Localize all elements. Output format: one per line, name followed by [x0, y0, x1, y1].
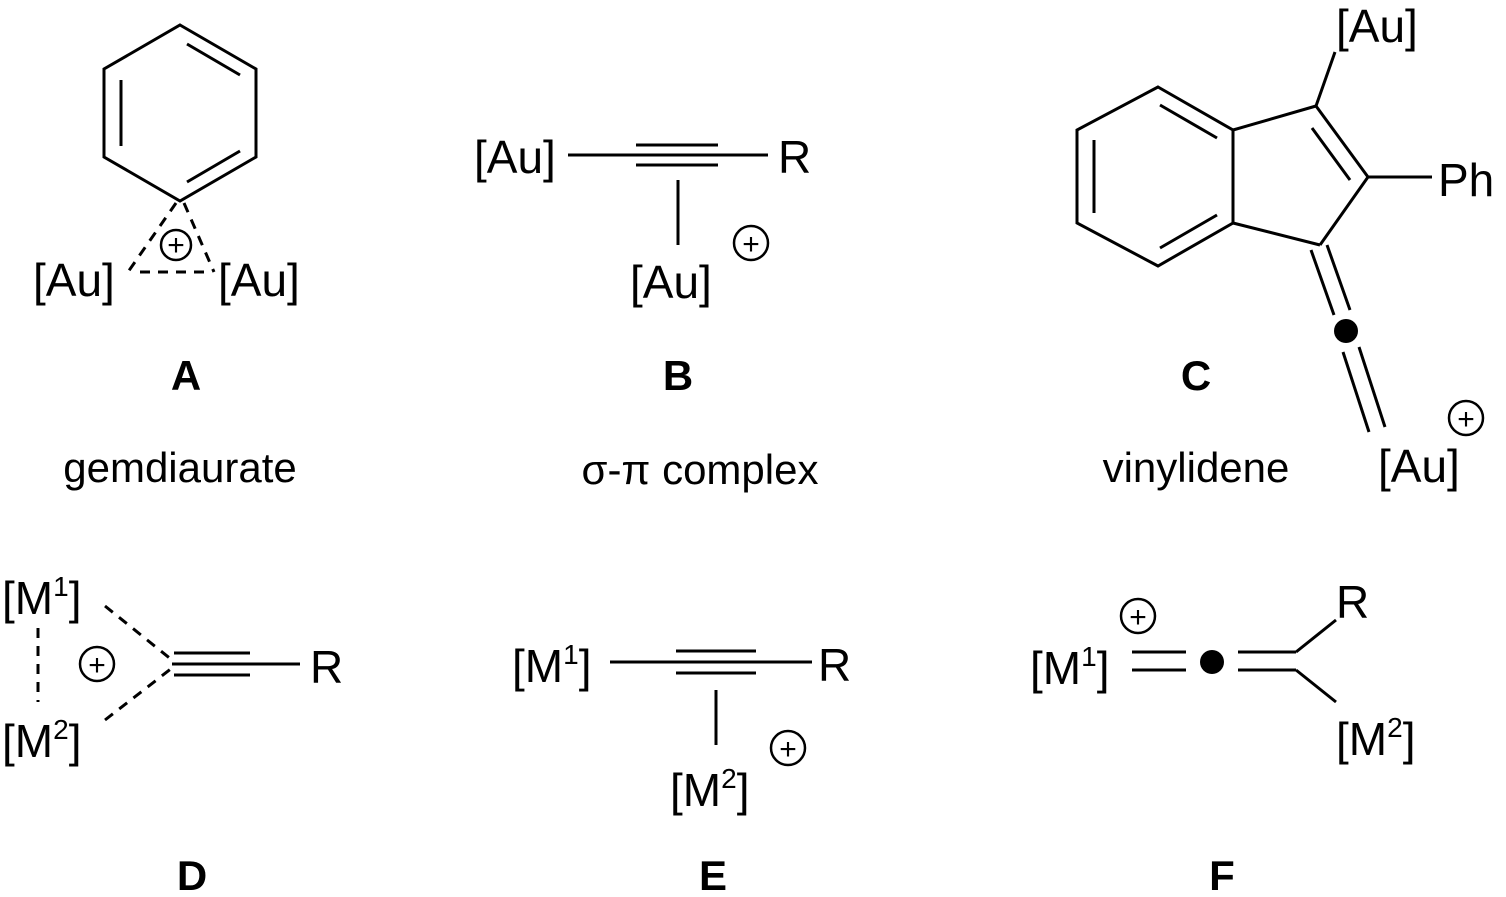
positive-charge: +: [1447, 399, 1485, 437]
metal-label-1: [M1]: [512, 639, 591, 692]
metal-label-1: [M1]: [1030, 641, 1109, 694]
carbon-dot: [1200, 650, 1224, 674]
caption-b: σ-π complex: [582, 446, 819, 493]
structure-b: [Au] R [Au] + B σ-π complex: [474, 131, 818, 493]
gold-label-bottom: [Au]: [1378, 440, 1460, 492]
bridging-bonds: [36, 604, 173, 722]
positive-charge: +: [78, 645, 116, 683]
alkyne-bonds: [568, 143, 768, 245]
carbon-dot: [1334, 319, 1358, 343]
metal-label-2: [M2]: [1336, 712, 1415, 765]
svg-text:+: +: [779, 733, 797, 766]
substituent-r: R: [1336, 576, 1369, 628]
positive-charge: +: [769, 729, 807, 767]
svg-text:+: +: [167, 229, 185, 262]
substituent-r: R: [818, 639, 851, 691]
compound-letter-c: C: [1181, 352, 1211, 399]
compound-letter-f: F: [1209, 852, 1235, 897]
indene-skeleton: [1075, 51, 1432, 268]
metal-label-1: [M1]: [2, 571, 81, 624]
substituent-r: R: [310, 641, 343, 693]
cumulene-bonds: [1309, 244, 1387, 433]
gold-label-pi: [Au]: [630, 256, 712, 308]
compound-letter-b: B: [663, 352, 693, 399]
structure-e: [M1] R [M2] + E: [512, 639, 851, 897]
svg-text:+: +: [742, 228, 760, 261]
substituent-r: R: [778, 131, 811, 183]
bridging-bonds: [126, 202, 216, 274]
structure-d: [M1] [M2] R + D: [2, 571, 343, 897]
cumulene-bonds: [1132, 618, 1337, 704]
gold-label-sigma: [Au]: [474, 131, 556, 183]
structure-a: + [Au] [Au] A gemdiaurate: [33, 23, 300, 491]
caption-a: gemdiaurate: [63, 444, 296, 491]
compound-letter-e: E: [699, 852, 727, 897]
structure-f: [M1] + R [M2] F: [1030, 576, 1415, 897]
positive-charge: +: [1119, 597, 1157, 635]
gold-label-right: [Au]: [218, 254, 300, 306]
alkyne-bonds: [172, 651, 300, 677]
svg-text:+: +: [1457, 403, 1475, 436]
structure-c: [Au] Ph [Au] + C vinylidene: [1075, 0, 1494, 492]
positive-charge: +: [159, 228, 193, 262]
svg-text:+: +: [88, 649, 106, 682]
gold-label-top: [Au]: [1336, 0, 1418, 52]
caption-c: vinylidene: [1103, 444, 1290, 491]
phenyl-ring: [102, 23, 258, 203]
gold-label-left: [Au]: [33, 254, 115, 306]
compound-letter-a: A: [171, 352, 201, 399]
metal-label-2: [M2]: [670, 763, 749, 816]
metal-label-2: [M2]: [2, 714, 81, 767]
compound-letter-d: D: [177, 852, 207, 897]
substituent-ph: Ph: [1438, 154, 1494, 206]
positive-charge: +: [732, 224, 770, 262]
alkyne-bonds: [610, 649, 812, 745]
svg-text:+: +: [1129, 601, 1147, 634]
